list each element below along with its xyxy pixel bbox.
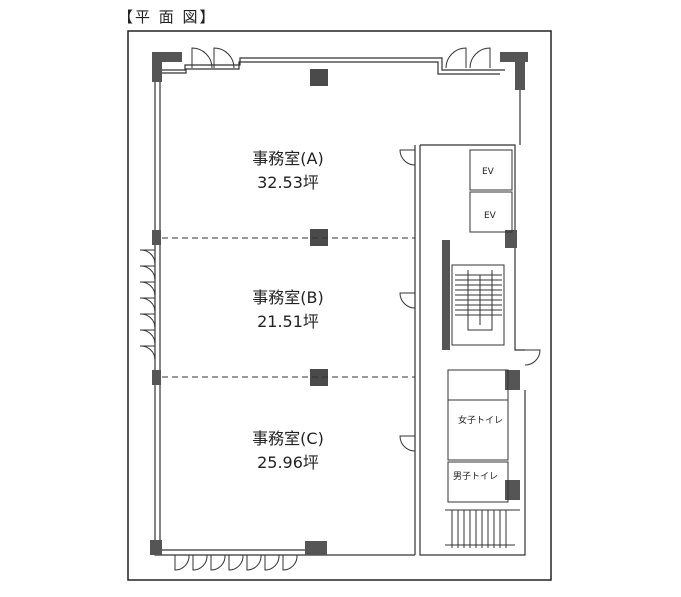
frame (127, 30, 552, 581)
room-a-name: 事務室(A) (252, 149, 323, 168)
room-c-area: 25.96坪 (257, 453, 319, 472)
elevator-shafts (469, 149, 513, 233)
stairs-main (451, 264, 505, 346)
room-c-name: 事務室(C) (252, 429, 324, 448)
wall-blocks (150, 52, 528, 555)
ev-2-label: EV (484, 211, 497, 221)
womens-toilet-label: 女子トイレ (458, 414, 503, 426)
room-a-area: 32.53坪 (257, 173, 319, 192)
mens-toilet-label: 男子トイレ (453, 471, 498, 482)
room-b-area: 21.51坪 (257, 312, 319, 331)
doors (139, 47, 541, 571)
plan-title: 【平 面 図】 (118, 8, 217, 26)
room-b-name: 事務室(B) (252, 288, 323, 307)
stairs-lower (445, 509, 520, 548)
columns (310, 69, 328, 386)
toilets (447, 369, 509, 503)
ev-1-label: EV (482, 167, 495, 177)
